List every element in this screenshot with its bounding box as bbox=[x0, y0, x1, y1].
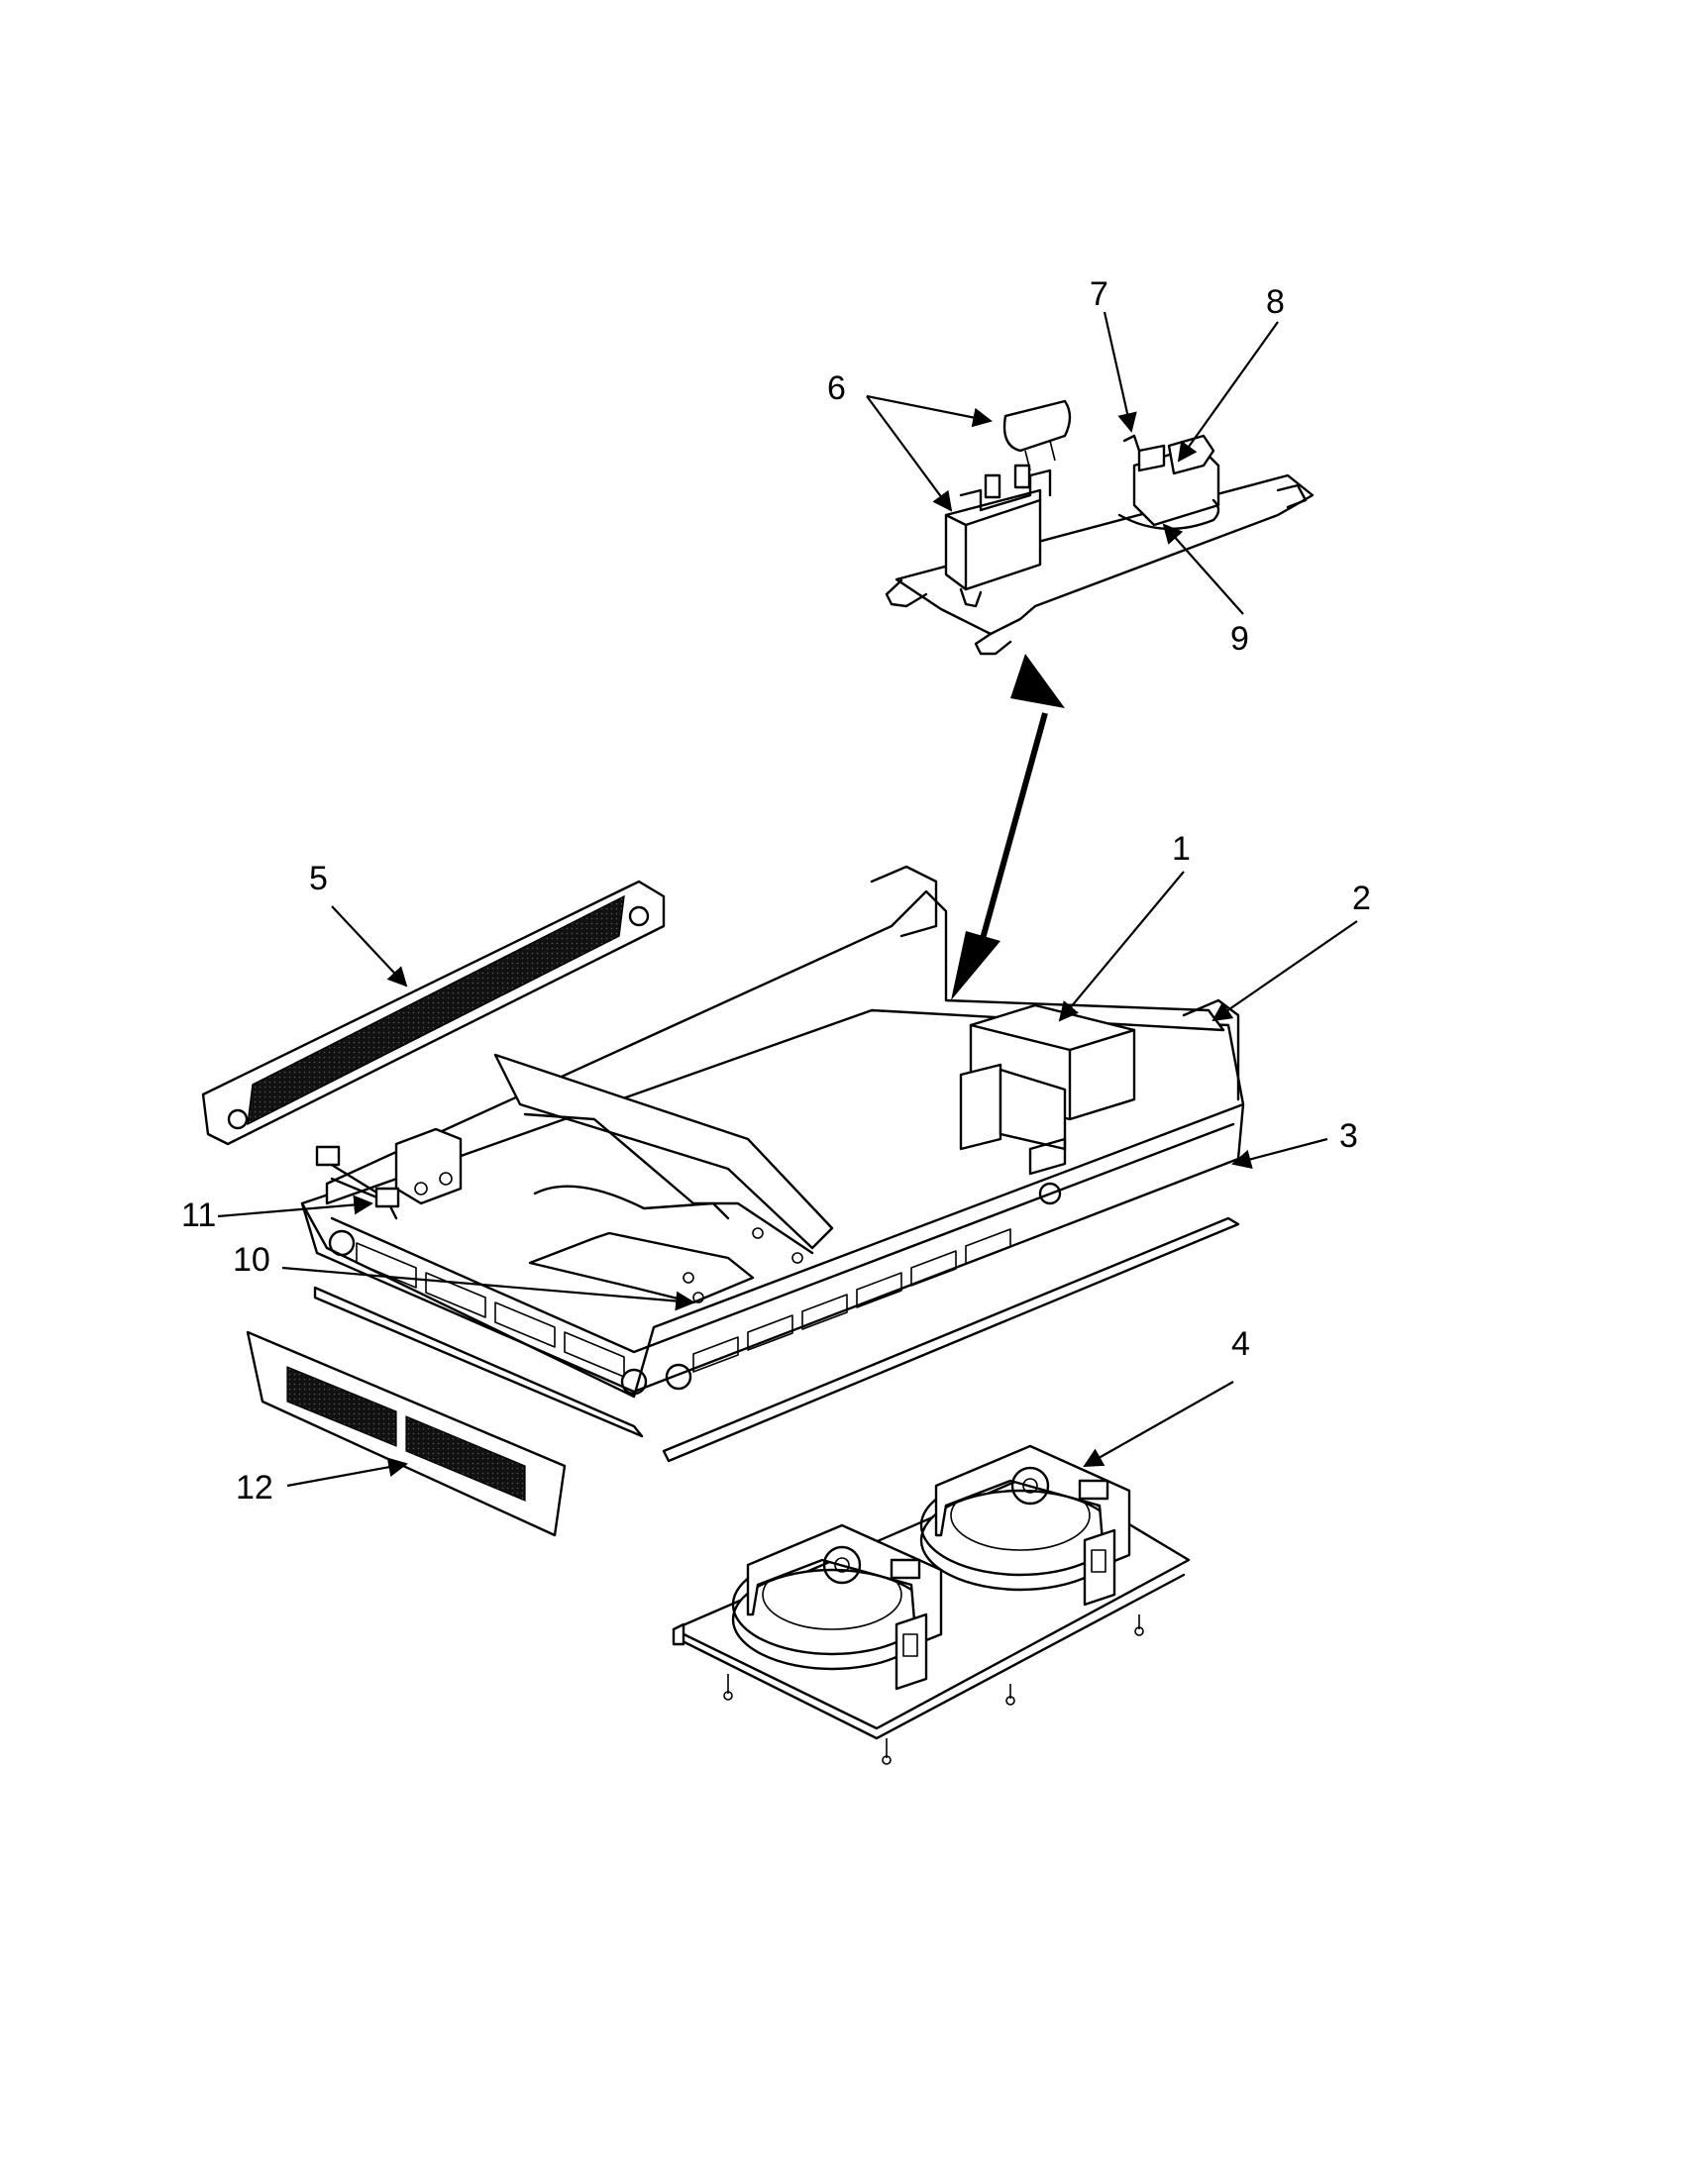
callout-2: 2 bbox=[1352, 880, 1371, 917]
leader-10 bbox=[281, 1266, 695, 1311]
lower-rail bbox=[313, 1286, 644, 1438]
blower-assembly bbox=[672, 1444, 1191, 1765]
leader-7 bbox=[1103, 311, 1137, 433]
callout-10: 10 bbox=[233, 1241, 270, 1279]
leader-4 bbox=[1083, 1381, 1234, 1467]
top-grille bbox=[201, 880, 666, 1146]
callout-6: 6 bbox=[827, 369, 846, 407]
leader-6a bbox=[866, 394, 993, 428]
leader-12 bbox=[286, 1457, 408, 1488]
main-chassis bbox=[300, 865, 1245, 1399]
leader-11 bbox=[217, 1195, 373, 1218]
callout-11: 11 bbox=[181, 1196, 217, 1234]
leader-6b bbox=[866, 395, 953, 512]
front-grille bbox=[246, 1330, 567, 1537]
callout-9: 9 bbox=[1230, 620, 1249, 658]
leader-9 bbox=[1162, 523, 1244, 615]
callout-5: 5 bbox=[309, 860, 328, 897]
leader-2 bbox=[1211, 920, 1358, 1022]
callout-8: 8 bbox=[1266, 283, 1285, 321]
leader-5 bbox=[331, 905, 408, 988]
leader-lines bbox=[217, 311, 1358, 1488]
assembly-link-arrow bbox=[951, 654, 1065, 1000]
leader-3 bbox=[1231, 1137, 1328, 1170]
side-rail bbox=[662, 1216, 1240, 1463]
callout-12: 12 bbox=[236, 1469, 273, 1507]
leader-8 bbox=[1177, 321, 1279, 463]
callout-1: 1 bbox=[1172, 830, 1191, 868]
callout-3: 3 bbox=[1339, 1117, 1358, 1155]
leader-1 bbox=[1058, 871, 1185, 1022]
callout-7: 7 bbox=[1090, 275, 1108, 313]
control-plate-assembly bbox=[885, 399, 1315, 656]
callout-4: 4 bbox=[1231, 1325, 1250, 1363]
